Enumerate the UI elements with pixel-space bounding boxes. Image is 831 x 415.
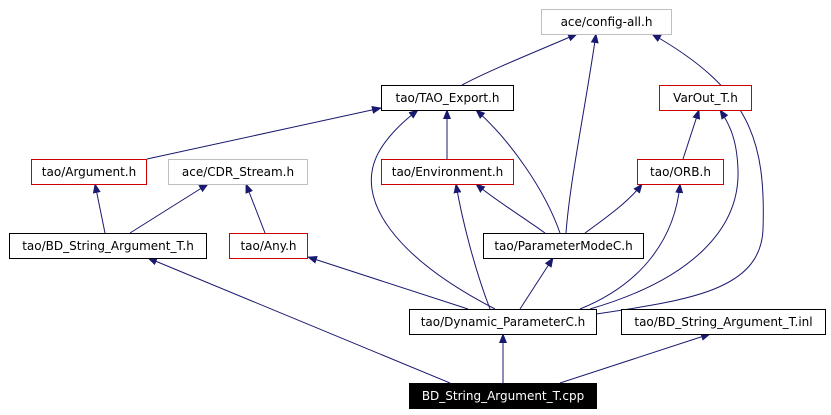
node-label: tao/Argument.h <box>42 165 136 179</box>
edge-tao-export-to-config-all <box>461 33 578 86</box>
edge-param-mode-to-environment <box>475 183 546 234</box>
edge-bd-string-arg-h-to-argument <box>92 183 106 234</box>
node-box <box>9 233 207 259</box>
node-box <box>409 309 597 335</box>
node-label: tao/ParameterModeC.h <box>494 239 632 253</box>
edge-bd-string-arg-h-to-cdr-stream <box>129 183 209 234</box>
node-label: tao/Dynamic_ParameterC.h <box>421 315 586 329</box>
edge-cpp-to-bd-string-arg-inl <box>559 332 711 384</box>
nodes-layer: ace/config-all.h tao/TAO_Export.h VarOut_T… <box>9 9 826 409</box>
edge-dynamic-param-to-environment <box>453 183 491 310</box>
edge-param-mode-to-tao-export <box>475 109 561 234</box>
node-box <box>381 85 514 111</box>
node-label: tao/Any.h <box>240 239 296 253</box>
node-label: BD_String_Argument_T.cpp <box>422 389 584 403</box>
node-argument[interactable]: tao/Argument.h <box>31 159 147 185</box>
node-label: ace/CDR_Stream.h <box>182 165 294 179</box>
node-box <box>381 159 514 185</box>
edge-param-mode-to-config-all <box>565 33 599 234</box>
node-environment[interactable]: tao/Environment.h <box>381 159 514 185</box>
node-bd-string-arg-h[interactable]: tao/BD_String_Argument_T.h <box>9 233 207 259</box>
edge-dynamic-param-to-varout <box>589 109 739 310</box>
edge-dynamic-param-to-tao-export <box>370 109 496 310</box>
edge-argument-to-tao-export <box>146 106 382 160</box>
node-varout[interactable]: VarOut_T.h <box>659 85 752 111</box>
node-cdr-stream[interactable]: ace/CDR_Stream.h <box>168 159 308 185</box>
node-dynamic-param[interactable]: tao/Dynamic_ParameterC.h <box>409 309 597 335</box>
node-label: tao/ORB.h <box>650 165 711 179</box>
node-box <box>31 159 147 185</box>
node-any[interactable]: tao/Any.h <box>229 233 308 259</box>
node-config-all[interactable]: ace/config-all.h <box>541 9 672 35</box>
node-box <box>541 9 672 35</box>
edge-dynamic-param-to-orb <box>579 183 684 310</box>
node-box <box>637 159 724 185</box>
node-label: tao/TAO_Export.h <box>396 91 500 105</box>
node-box <box>168 159 308 185</box>
node-orb[interactable]: tao/ORB.h <box>637 159 724 185</box>
node-box <box>659 85 752 111</box>
edge-orb-to-varout <box>682 109 701 160</box>
node-cpp: BD_String_Argument_T.cpp <box>409 383 597 409</box>
edges-layer <box>92 33 764 384</box>
node-box <box>483 233 644 259</box>
node-tao-export[interactable]: tao/TAO_Export.h <box>381 85 514 111</box>
edge-param-mode-to-orb <box>584 183 643 234</box>
node-label: tao/Environment.h <box>392 165 504 179</box>
node-box <box>621 309 826 335</box>
node-label: tao/BD_String_Argument_T.h <box>22 239 194 253</box>
node-param-mode[interactable]: tao/ParameterModeC.h <box>483 233 644 259</box>
edge-any-to-cdr-stream <box>245 183 266 234</box>
node-box <box>229 233 308 259</box>
node-label: ace/config-all.h <box>561 15 653 29</box>
node-label: VarOut_T.h <box>673 91 738 105</box>
edge-dynamic-param-to-any <box>307 255 469 310</box>
node-box <box>409 383 597 409</box>
node-bd-string-arg-inl[interactable]: tao/BD_String_Argument_T.inl <box>621 309 826 335</box>
node-label: tao/BD_String_Argument_T.inl <box>634 315 812 329</box>
edge-dynamic-param-to-param-mode <box>519 257 554 310</box>
edge-cpp-to-bd-string-arg-h <box>147 257 451 384</box>
